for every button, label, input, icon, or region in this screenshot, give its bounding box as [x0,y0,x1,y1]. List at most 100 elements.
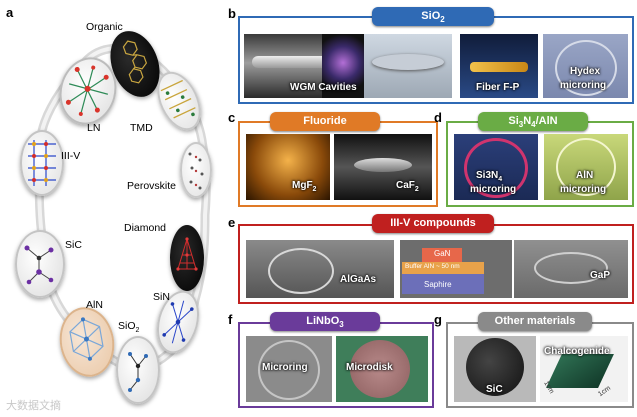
chalcogenide-label: Chalcogenide [544,346,610,357]
panel-b-title: SiO2 [372,7,494,26]
panel-letter-g: g [434,312,442,327]
algaas-ring-shape [268,248,334,294]
panel-e-title: III-V compounds [372,214,494,233]
si3n4-label-2: microring [470,184,517,195]
sic-disc [15,230,65,298]
panel-c-title: Fluoride [270,112,380,131]
si3n4-label-sub: 4 [498,176,503,183]
panel-f-title: LiNbO3 [270,312,380,331]
aln-label-2: microring [560,184,607,195]
label-diamond: Diamond [124,222,167,234]
organic-disc [101,24,169,104]
gap-label: GaP [590,270,611,281]
sio2-lattice-icon [128,352,148,392]
buffer-layer [402,262,484,274]
ln-disc [52,50,124,132]
chalcogenide-chip-shape [546,354,614,388]
si3n4-label-base: Si3N [476,170,499,181]
aln-lattice-icon [69,317,104,361]
panel-d-title-n: N [523,115,532,127]
gap-ring-shape [534,252,608,284]
linbo3-disk-shape [350,340,410,398]
label-sic: SiC [65,239,82,251]
watermark: 大数据文摘 [6,399,61,412]
label-perovskite: Perovskite [127,180,177,192]
panel-letter-a: a [6,5,14,20]
gan-layer [422,248,462,262]
sic-lattice-icon [24,245,54,285]
mgf2-label-sub: 2 [312,186,317,193]
panel-f-title-base: LiNbO [306,315,340,327]
aln-disc [54,302,120,382]
algaas-label: AlGaAs [340,274,377,285]
hydex-label-1: Hydex [570,66,601,77]
caf2-label: CaF2 [396,180,419,193]
mgf2-label: MgF2 [292,180,316,193]
linbo3-ring-shape [258,340,320,400]
algaas-photo [246,240,394,298]
caf2-disk-shape [354,158,412,172]
hydex-label-2: microring [560,80,607,91]
label-sio2: SiO2 [118,320,139,334]
panel-letter-d: d [434,110,442,125]
label-sin: SiN [153,291,170,303]
chalcogenide-photo [540,336,628,402]
perovskite-lattice-icon [188,152,204,190]
caf2-photo [334,134,432,200]
panel-f-title-sub: 3 [339,320,344,330]
label-tmd: TMD [130,122,153,134]
ln-lattice-icon [65,65,109,116]
fiber-label: Fiber F-P [476,82,520,93]
aln-photo [544,134,628,200]
panel-b-title-sub: 2 [440,15,445,25]
sic-wafer-shape [466,338,524,396]
linbo3-microdisk-photo [336,336,428,402]
sio2-disc [116,336,160,404]
saphire-label: Saphire [424,280,452,289]
panel-letter-e: e [228,215,236,230]
caf2-label-base: CaF [396,180,415,191]
tmd-disc [148,64,210,138]
label-sio2-sub: 2 [135,327,140,335]
sin-lattice-icon [162,300,194,344]
sic-photo [454,336,536,402]
tmd-lattice-icon [160,79,196,119]
buffer-label: Buffer AlN ~ 50 nm [405,263,460,270]
fiber-photo [460,34,538,98]
sin-disc [150,285,206,359]
microring-label: Microring [262,362,308,373]
label-iiiv: III-V [61,150,81,162]
wgm-disk-shape [372,54,444,70]
panel-d-title: Si3N4/AlN [478,112,588,131]
caf2-label-sub: 2 [414,186,419,193]
label-sio2-base: SiO [118,320,136,332]
organic-molecule-icon [122,40,148,84]
panel-d-title-sub4: 4 [531,120,536,130]
linbo3-microring-photo [246,336,332,402]
microdisk-label: Microdisk [346,362,393,373]
panel-letter-c: c [228,110,236,125]
label-ln: LN [87,122,101,134]
si3n4-photo [454,134,538,200]
mgf2-label-base: MgF [292,180,313,191]
saphire-layer [402,274,484,294]
panel-g-title: Other materials [478,312,592,331]
si3n4-label-1: Si3N4 [476,170,502,183]
iiiv-disc [20,130,64,196]
diamond-lattice-icon [176,237,198,271]
aln-ring-shape [556,138,616,196]
iiiv-lattice-icon [28,140,56,186]
perovskite-disc [180,142,212,198]
gap-photo [514,240,628,298]
hydex-ring-shape [555,40,617,96]
wgm-photo-3 [364,34,452,98]
panel-b-title-base: SiO [421,10,441,22]
label-aln: AlN [86,299,103,311]
hydex-photo [543,34,628,98]
fiber-ferrule-shape [470,62,528,72]
gan-label: GaN [434,249,451,258]
panel-d-title-si: Si [508,115,519,127]
wgm-label: WGM Cavities [290,82,357,93]
panel-d-title-sub3: 3 [518,120,524,130]
si3n4-ring-shape [464,138,528,198]
